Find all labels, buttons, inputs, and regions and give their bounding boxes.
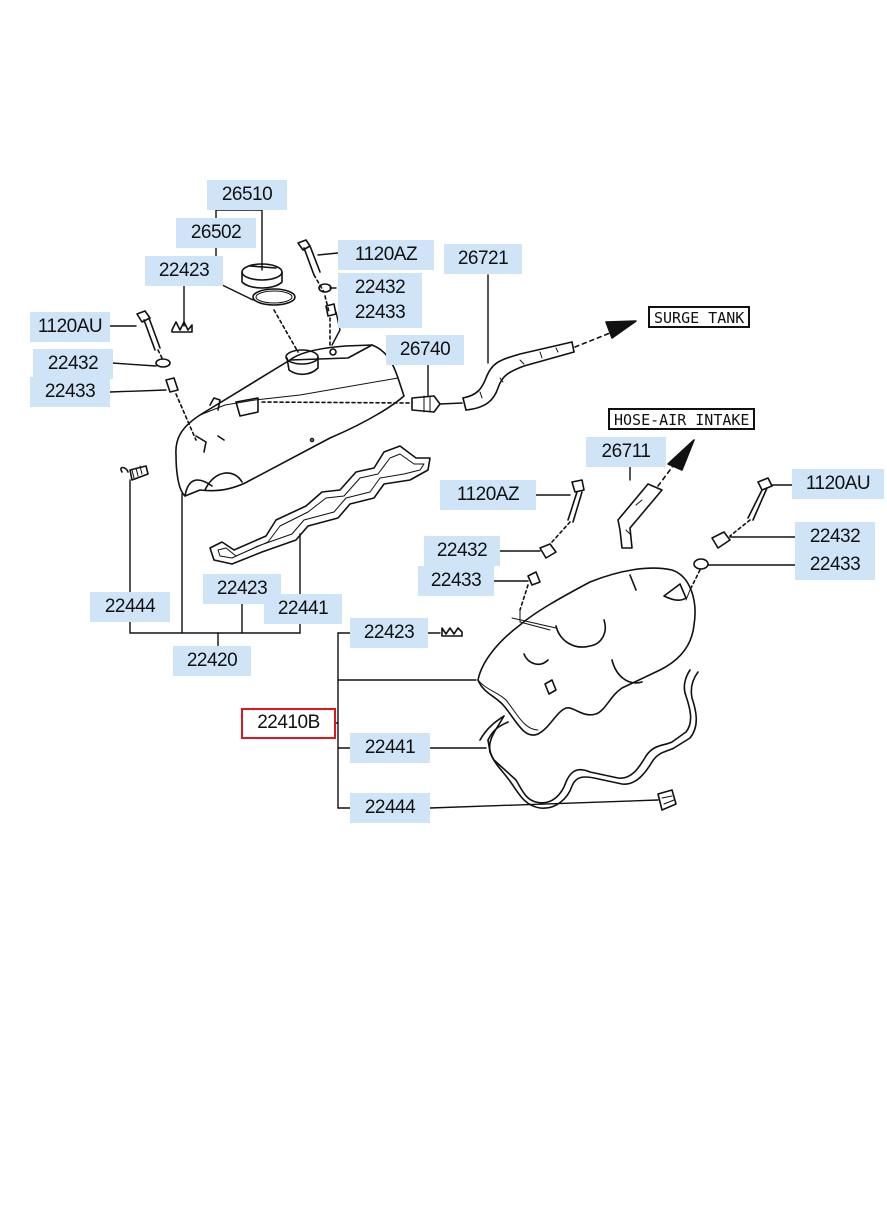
callout-22420[interactable]: 22420 bbox=[173, 646, 251, 676]
callout-22441-left[interactable]: 22441 bbox=[264, 594, 342, 624]
callout-22433-right[interactable]: 22433 bbox=[795, 550, 875, 580]
callout-22432-right[interactable]: 22432 bbox=[795, 522, 875, 552]
callout-26721[interactable]: 26721 bbox=[444, 244, 522, 274]
pcv-valve bbox=[411, 395, 463, 413]
lower-fasteners bbox=[441, 439, 773, 811]
hose-air-intake-note: HOSE-AIR INTAKE bbox=[608, 408, 756, 430]
callout-26711[interactable]: 26711 bbox=[586, 437, 666, 467]
callout-22432-mid[interactable]: 22432 bbox=[424, 536, 500, 566]
callout-22410B-selected[interactable]: 22410B bbox=[241, 708, 336, 739]
callout-22423-lower[interactable]: 22423 bbox=[350, 618, 428, 648]
callout-1120AU-right[interactable]: 1120AU bbox=[792, 469, 884, 499]
callout-26740[interactable]: 26740 bbox=[386, 335, 464, 365]
callout-22444-lower[interactable]: 22444 bbox=[350, 793, 430, 823]
callout-26502[interactable]: 26502 bbox=[176, 218, 256, 248]
lower-gasket bbox=[479, 669, 699, 809]
lower-rocker-cover bbox=[477, 567, 696, 736]
upper-gasket bbox=[209, 445, 431, 565]
upper-rocker-cover bbox=[175, 344, 413, 497]
callout-22432-left[interactable]: 22432 bbox=[33, 349, 113, 379]
leader-lines bbox=[107, 209, 797, 809]
callout-22433-top-mid[interactable]: 22433 bbox=[338, 298, 422, 328]
breather-hose bbox=[462, 320, 637, 411]
callout-1120AZ-mid[interactable]: 1120AZ bbox=[440, 480, 536, 510]
callout-26510[interactable]: 26510 bbox=[207, 180, 287, 210]
callout-22441-lower[interactable]: 22441 bbox=[350, 733, 430, 763]
callout-1120AZ-top[interactable]: 1120AZ bbox=[338, 240, 434, 270]
callout-1120AU-left[interactable]: 1120AU bbox=[30, 312, 110, 342]
callout-22423-top[interactable]: 22423 bbox=[145, 256, 223, 286]
callout-22444-left[interactable]: 22444 bbox=[90, 592, 170, 622]
oil-filler-cap bbox=[241, 263, 299, 353]
surge-tank-note: SURGE TANK bbox=[648, 306, 751, 328]
callout-22433-mid[interactable]: 22433 bbox=[418, 566, 494, 596]
callout-22433-left[interactable]: 22433 bbox=[30, 377, 110, 407]
